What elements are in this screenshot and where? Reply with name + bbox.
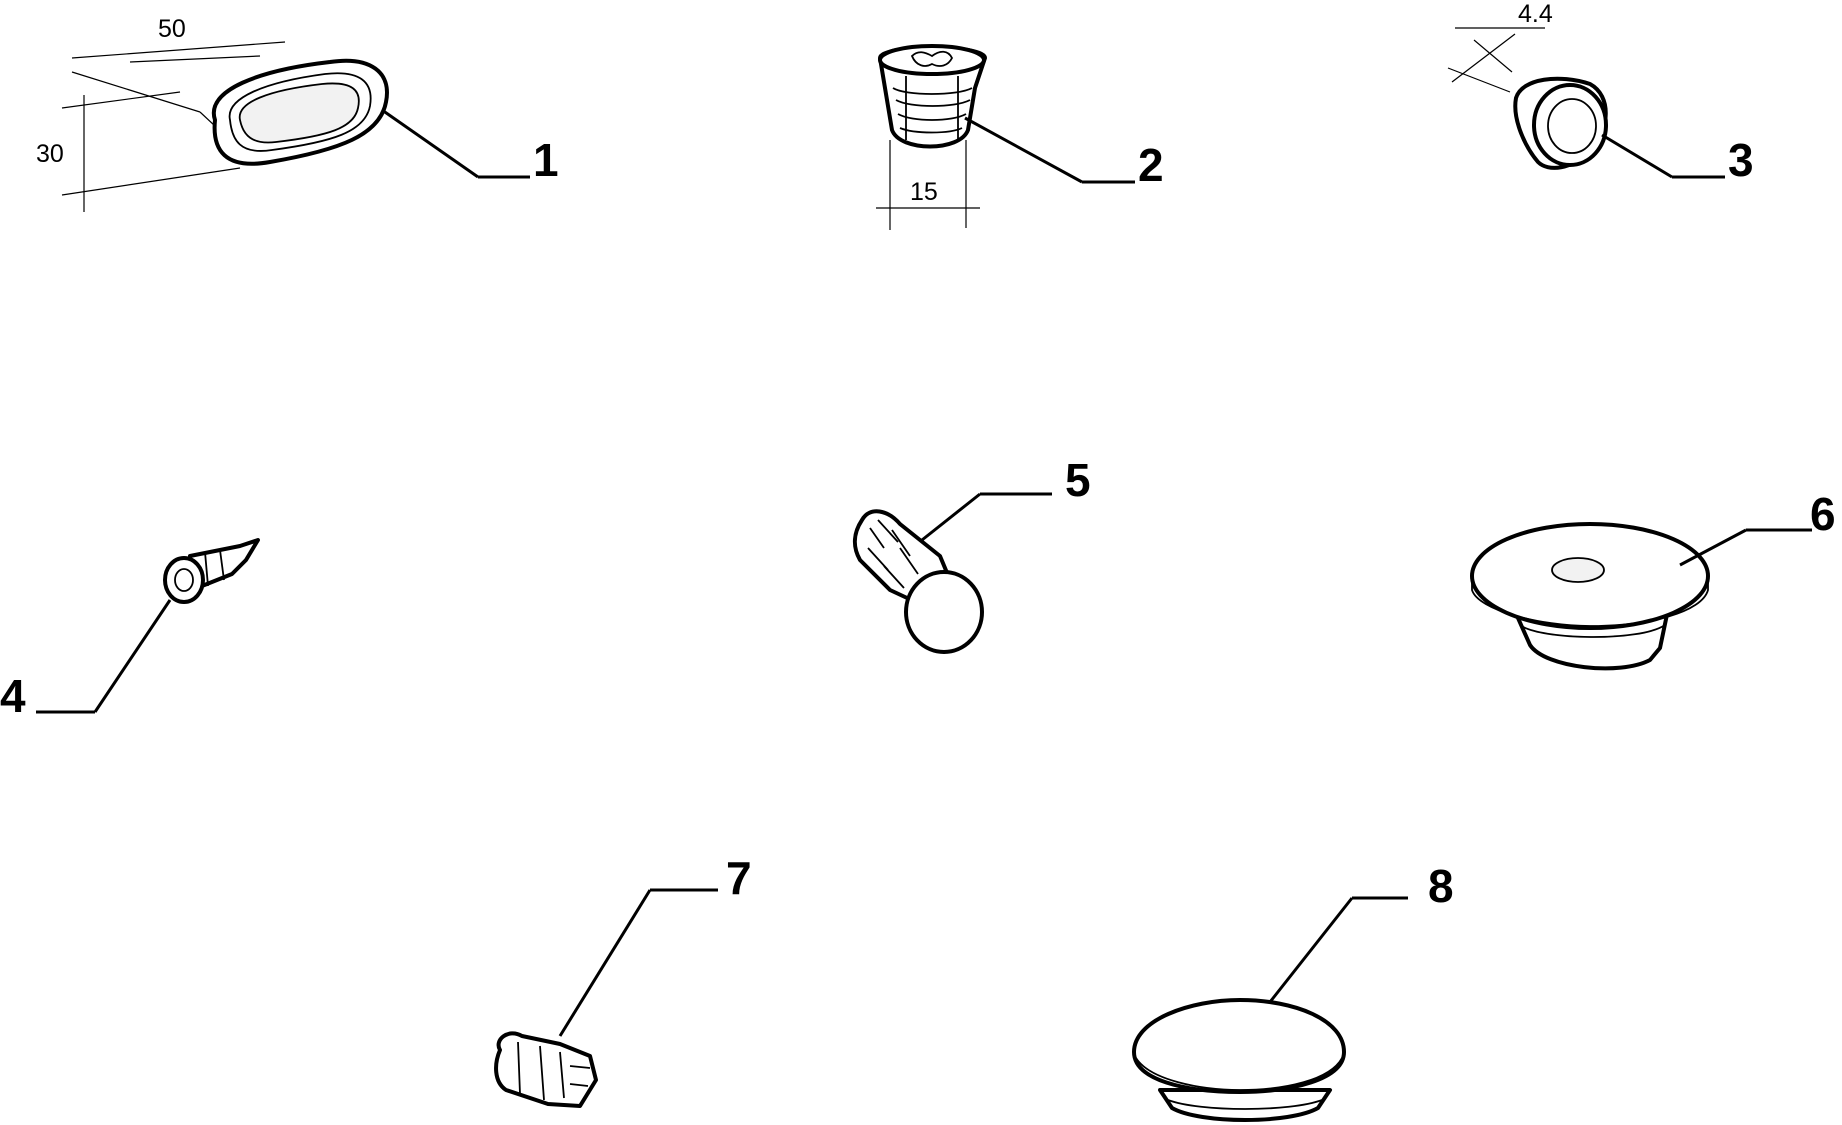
part-2-ribbed-clip: 2 15 bbox=[876, 44, 1164, 230]
part-3-push-plug: 3 4.4 bbox=[1447, 0, 1754, 186]
callout-6: 6 bbox=[1810, 488, 1836, 540]
callout-7: 7 bbox=[726, 852, 752, 904]
callout-8: 8 bbox=[1428, 860, 1454, 912]
dimension-15: 15 bbox=[910, 178, 938, 206]
callout-4: 4 bbox=[0, 670, 26, 722]
callout-1: 1 bbox=[533, 134, 559, 186]
part-6-grommet: 6 bbox=[1470, 488, 1836, 671]
part-4-rivet: 4 bbox=[0, 538, 260, 722]
part-7-snap-clip: 7 bbox=[494, 852, 752, 1108]
callout-2: 2 bbox=[1138, 139, 1164, 191]
callout-3: 3 bbox=[1728, 134, 1754, 186]
callout-5: 5 bbox=[1065, 454, 1091, 506]
part-1-oval-plug: 1 50 30 bbox=[36, 15, 559, 212]
dimension-4-4: 4.4 bbox=[1518, 0, 1553, 28]
dimension-30: 30 bbox=[36, 140, 64, 168]
dimension-50: 50 bbox=[158, 15, 186, 43]
part-8-dome-cap: 8 bbox=[1132, 860, 1454, 1122]
part-5-expansion-fastener: 5 bbox=[853, 454, 1091, 654]
